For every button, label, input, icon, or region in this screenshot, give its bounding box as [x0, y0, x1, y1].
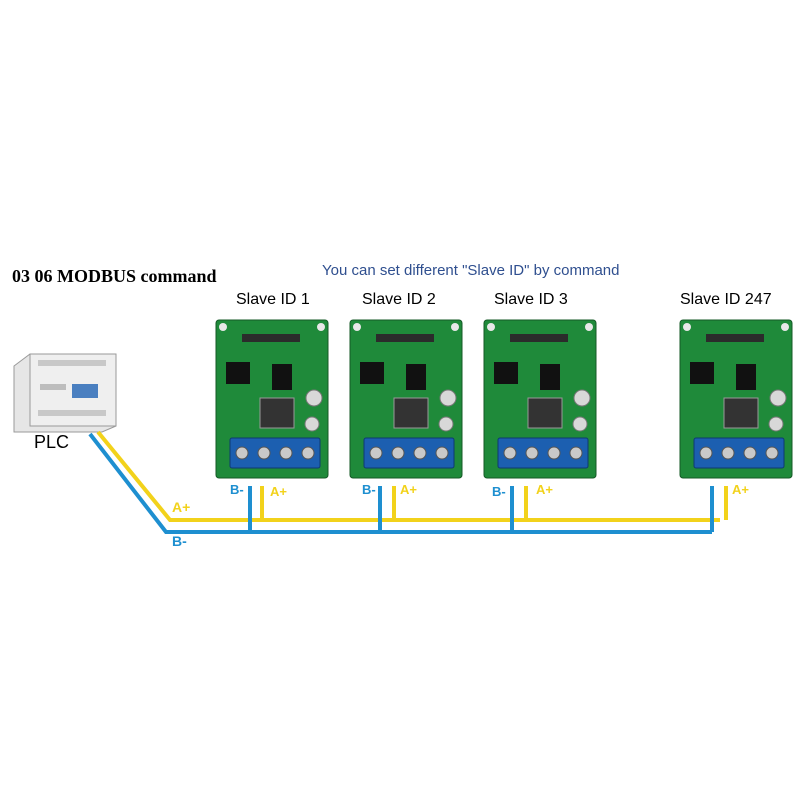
regulator [393, 397, 429, 429]
chip [272, 364, 292, 390]
bus-wires [88, 430, 728, 534]
slave-label-3: Slave ID 3 [494, 291, 568, 308]
module-1-b-label: B- [230, 482, 244, 497]
mount-hole [487, 323, 495, 331]
mount-hole [585, 323, 593, 331]
chip [690, 362, 714, 384]
slave-label-4: Slave ID 247 [680, 291, 772, 308]
module-4-a-label: A+ [732, 482, 749, 497]
terminal-screw [547, 446, 561, 460]
capacitor [304, 416, 320, 432]
module-2-b-label: B- [362, 482, 376, 497]
terminal-screw [699, 446, 713, 460]
terminal-screw [743, 446, 757, 460]
capacitor [769, 389, 787, 407]
module-2-a-label: A+ [400, 482, 417, 497]
mount-hole [317, 323, 325, 331]
chip [406, 364, 426, 390]
pcb-module-2 [349, 319, 463, 479]
capacitor [768, 416, 784, 432]
chip [540, 364, 560, 390]
mount-hole [219, 323, 227, 331]
terminal-screw [525, 446, 539, 460]
header-connector [706, 334, 764, 342]
terminal-screw [413, 446, 427, 460]
terminal-screw [391, 446, 405, 460]
slave-label-2: Slave ID 2 [362, 291, 436, 308]
chip [494, 362, 518, 384]
terminal-screw [257, 446, 271, 460]
module-3-b-label: B- [492, 484, 506, 499]
pcb-module-1 [215, 319, 329, 479]
mount-hole [353, 323, 361, 331]
pcb-module-4 [679, 319, 793, 479]
slave-label-1: Slave ID 1 [236, 291, 310, 308]
terminal-screw [279, 446, 293, 460]
header-connector [242, 334, 300, 342]
terminal-screw [721, 446, 735, 460]
plc-label: PLC [34, 432, 70, 452]
regulator [259, 397, 295, 429]
plc-device [13, 353, 117, 433]
chip [736, 364, 756, 390]
terminal-block [363, 437, 455, 469]
capacitor [573, 389, 591, 407]
mount-hole [781, 323, 789, 331]
capacitor [438, 416, 454, 432]
capacitor [305, 389, 323, 407]
terminal-block [497, 437, 589, 469]
bus-a-label: A+ [172, 499, 190, 515]
terminal-screw [435, 446, 449, 460]
terminal-screw [301, 446, 315, 460]
diagram-subtitle: You can set different "Slave ID" by comm… [322, 262, 620, 279]
regulator [527, 397, 563, 429]
terminal-block [229, 437, 321, 469]
header-connector [376, 334, 434, 342]
terminal-block [693, 437, 785, 469]
module-1-a-label: A+ [270, 484, 287, 499]
terminal-screw [369, 446, 383, 460]
terminal-screw [765, 446, 779, 460]
bus-b-label: B- [172, 533, 187, 549]
mount-hole [683, 323, 691, 331]
header-connector [510, 334, 568, 342]
capacitor [439, 389, 457, 407]
chip [226, 362, 250, 384]
capacitor [572, 416, 588, 432]
terminal-screw [569, 446, 583, 460]
diagram-title: 03 06 MODBUS command [12, 266, 217, 286]
regulator [723, 397, 759, 429]
chip [360, 362, 384, 384]
terminal-screw [235, 446, 249, 460]
mount-hole [451, 323, 459, 331]
terminal-screw [503, 446, 517, 460]
pcb-module-3 [483, 319, 597, 479]
module-3-a-label: A+ [536, 482, 553, 497]
